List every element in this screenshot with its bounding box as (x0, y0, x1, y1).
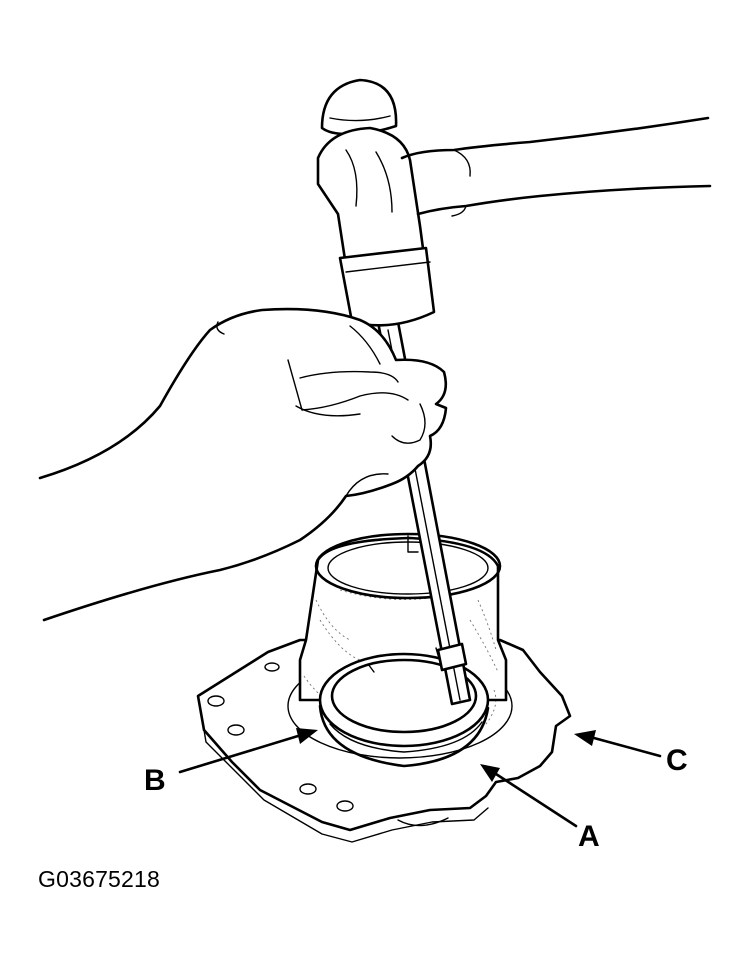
arrow-head-b (296, 728, 318, 744)
hammer (316, 78, 436, 327)
arrow-head-c (574, 730, 596, 746)
arrow-head-a (480, 764, 500, 782)
callout-label-b: B (144, 764, 166, 797)
upper-hand (400, 116, 712, 217)
figure-id: G03675218 (38, 866, 161, 892)
lower-hand (38, 307, 448, 622)
seal-ring (318, 704, 490, 768)
callout-label-a: A (578, 820, 600, 853)
callout-leaders (178, 728, 662, 828)
callout-label-c: C (666, 744, 688, 777)
